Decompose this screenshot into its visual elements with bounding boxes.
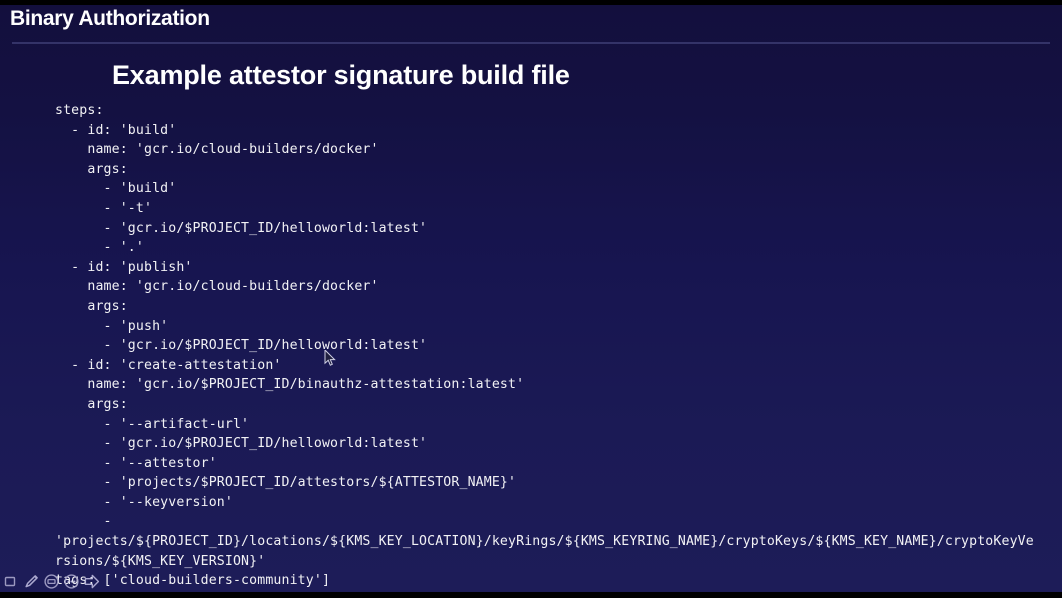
letterbox-top (0, 0, 1062, 5)
code-line: - '--attestor' (55, 455, 217, 471)
code-line: args: (55, 161, 128, 177)
code-line: name: 'gcr.io/cloud-builders/docker' (55, 279, 379, 295)
more-options-icon[interactable] (62, 572, 81, 591)
code-line: - '--keyversion' (55, 494, 233, 510)
code-line: - 'gcr.io/$PROJECT_ID/helloworld:latest' (55, 436, 428, 452)
presenter-toolbar[interactable] (2, 571, 101, 591)
deck-section-title: Binary Authorization (10, 7, 210, 30)
code-line: - id: 'create-attestation' (55, 357, 282, 373)
code-block: steps: - id: 'build' name: 'gcr.io/cloud… (55, 101, 1040, 591)
code-line: - id: 'publish' (55, 259, 193, 275)
code-line: name: 'gcr.io/cloud-builders/docker' (55, 142, 379, 158)
code-line: - 'push' (55, 318, 169, 334)
header-divider (12, 42, 1050, 44)
next-slide-arrow-icon[interactable] (82, 572, 101, 591)
code-line: - id: 'build' (55, 122, 177, 138)
code-line: - 'gcr.io/$PROJECT_ID/helloworld:latest' (55, 338, 428, 354)
code-line: args: (55, 396, 128, 412)
code-line: - 'gcr.io/$PROJECT_ID/helloworld:latest' (55, 220, 428, 236)
code-line: name: 'gcr.io/$PROJECT_ID/binauthz-attes… (55, 377, 525, 393)
code-line: args: (55, 298, 128, 314)
slide-header: Binary Authorization (0, 5, 1062, 44)
pointer-icon[interactable] (2, 572, 21, 591)
pen-icon[interactable] (22, 572, 41, 591)
letterbox-bottom (0, 592, 1062, 598)
code-line: - '--artifact-url' (55, 416, 250, 432)
code-line: - (55, 514, 120, 530)
slide-canvas: Binary Authorization Example attestor si… (0, 5, 1062, 592)
page-title: Example attestor signature build file (112, 60, 570, 90)
code-line: - '.' (55, 240, 144, 256)
code-line: tags: ['cloud-builders-community'] (55, 573, 331, 589)
code-line: - '-t' (55, 200, 153, 216)
code-line: steps: (55, 103, 104, 118)
code-line: - 'projects/$PROJECT_ID/attestors/${ATTE… (55, 475, 517, 491)
code-line: - 'build' (55, 181, 177, 197)
code-line: 'projects/${PROJECT_ID}/locations/${KMS_… (55, 534, 1034, 569)
highlighter-icon[interactable] (42, 572, 61, 591)
